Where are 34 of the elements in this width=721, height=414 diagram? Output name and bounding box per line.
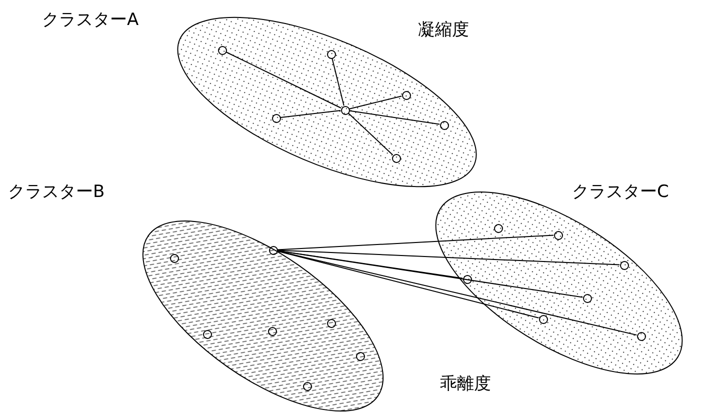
connector-line: [280, 110, 341, 118]
cluster-label: クラスターB: [8, 181, 105, 203]
data-point: [302, 382, 312, 390]
data-point: [440, 120, 448, 130]
connector-line: [348, 96, 402, 110]
data-point: [170, 254, 178, 262]
data-point: [326, 50, 336, 58]
cluster-label: クラスターA: [42, 9, 139, 31]
data-point: [340, 106, 350, 114]
data-point: [392, 154, 400, 162]
connector-line: [276, 250, 584, 298]
measure-label: 乖離度: [440, 373, 491, 395]
data-point: [402, 90, 410, 100]
connector-line: [276, 250, 638, 336]
data-point: [636, 332, 646, 340]
connector-line: [332, 58, 344, 106]
data-point: [538, 314, 548, 324]
cluster-label: クラスターC: [572, 181, 669, 203]
measure-label: 凝縮度: [418, 19, 469, 41]
data-point: [462, 274, 472, 284]
data-point: [494, 224, 502, 232]
data-point: [326, 318, 336, 328]
data-point: [272, 114, 280, 122]
data-point: [554, 230, 562, 240]
connector-line: [226, 52, 342, 108]
data-point: [202, 330, 212, 338]
data-point: [356, 352, 364, 360]
data-point: [218, 46, 226, 54]
data-point: [268, 326, 276, 336]
connector-line: [277, 234, 554, 250]
data-point: [620, 260, 628, 270]
connector-line: [276, 250, 540, 318]
data-point: [582, 294, 592, 302]
data-point: [268, 246, 278, 254]
